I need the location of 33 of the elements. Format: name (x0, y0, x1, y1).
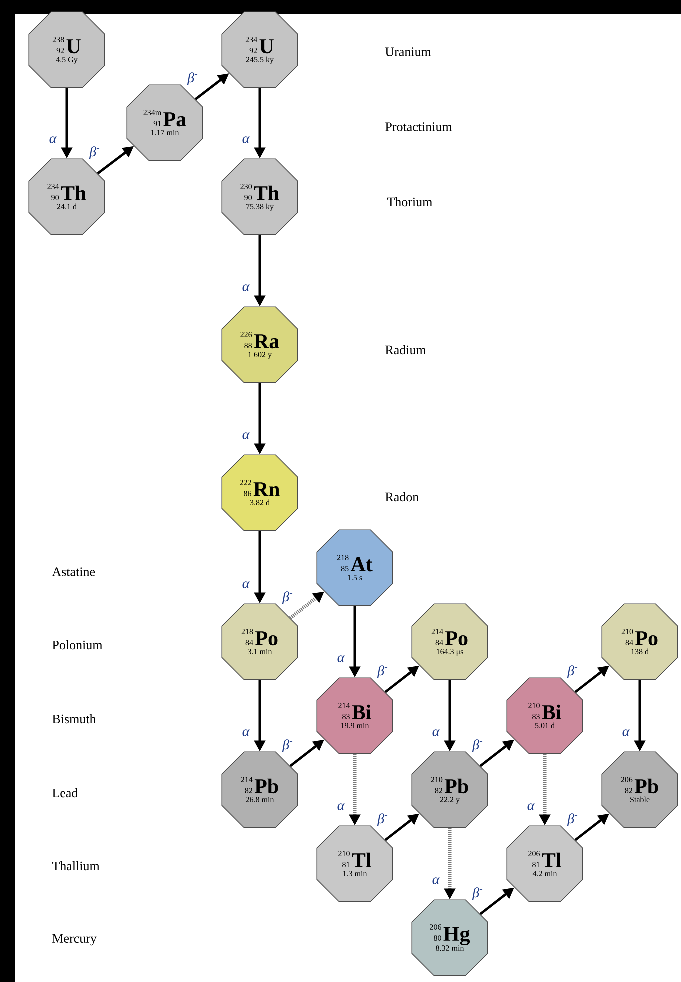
edge-label: α (50, 136, 57, 144)
edge-label: α (242, 582, 250, 588)
edge-label: β$^{-}$ (377, 814, 388, 826)
edge-label: α (242, 136, 250, 144)
element-name: Thorium (387, 197, 432, 207)
element-name: Polonium (52, 640, 103, 650)
edge-label: α (622, 730, 630, 736)
element-name: Protactinium (386, 122, 452, 132)
edge-label: β$^{-}$ (187, 72, 198, 86)
element-name: Radon (386, 492, 419, 502)
element-name: Astatine (52, 568, 96, 576)
edge-label: α (528, 804, 535, 810)
edge-label: β$^{-}$ (567, 666, 578, 678)
edge-label: β$^{-}$ (567, 814, 578, 826)
element-name: Mercury (52, 934, 97, 946)
element-name: Thallium (52, 861, 100, 871)
edge-label: α (338, 804, 345, 810)
element-name: Lead (52, 788, 78, 798)
edge-label: α (242, 432, 250, 440)
edge-label: α (432, 878, 440, 884)
element-name: Bismuth (52, 714, 96, 724)
edge-label: β$^{-}$ (472, 740, 483, 752)
edge-label: α (242, 284, 250, 292)
edge-label: α (242, 730, 250, 736)
edge-label: α (338, 656, 345, 662)
edge-label: β$^{-}$ (377, 666, 388, 678)
edge-label: β$^{-}$ (282, 740, 293, 752)
edge-label: β$^{-}$ (282, 592, 293, 604)
edge-label: β$^{-}$ (472, 888, 483, 900)
element-name: Radium (386, 345, 426, 355)
edge-label: α (432, 730, 440, 736)
edge-label: β$^{-}$ (89, 146, 100, 160)
element-name: Uranium (385, 48, 432, 56)
